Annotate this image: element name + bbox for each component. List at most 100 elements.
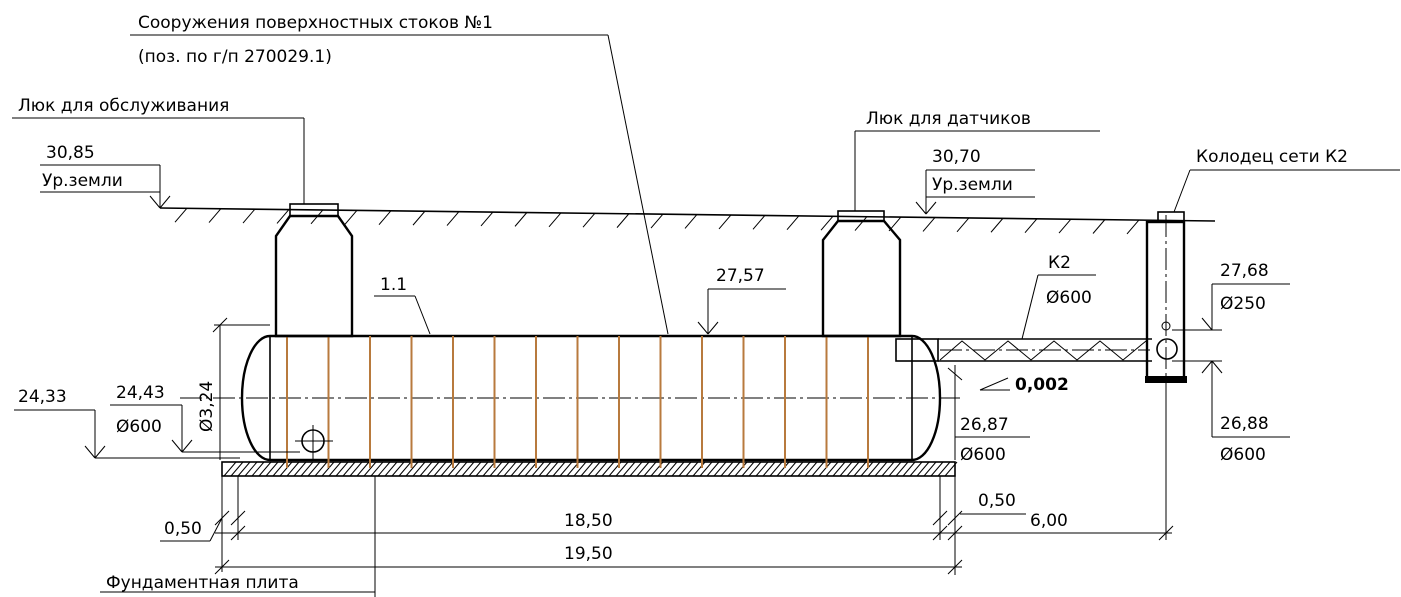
slab-hatch-line <box>741 461 755 477</box>
slab-hatch-line <box>377 461 391 477</box>
slab-hatch-line <box>328 461 342 477</box>
tank-top-elevation: 27,57 <box>697 266 786 335</box>
tank-body <box>180 334 960 468</box>
slab-hatch-line <box>342 461 356 477</box>
service-hatch-label: Люк для обслуживания <box>18 96 229 116</box>
slab-hatch-line <box>412 461 426 477</box>
slab-hatch-line <box>706 461 720 477</box>
slab-hatch-line <box>636 461 650 477</box>
ground-right-text: Ур.земли <box>932 175 1013 195</box>
slab-hatch-line <box>923 461 937 477</box>
well-k2 <box>1145 211 1187 530</box>
ground-hatch-line <box>344 209 358 225</box>
slab-hatch-line <box>762 461 776 477</box>
ground-hatch-line <box>242 208 256 224</box>
tank-reinforcement <box>286 336 869 468</box>
slab-hatch-line <box>517 461 531 477</box>
tank-top-value: 27,57 <box>716 266 765 286</box>
slab-hatch-line <box>937 461 951 477</box>
slab-hatch-line <box>734 461 748 477</box>
slab-hatch-line <box>916 461 930 477</box>
foundation-slab <box>221 461 958 477</box>
ground-hatch-line <box>412 210 426 226</box>
slab-hatch-line <box>559 461 573 477</box>
slab-hatch-line <box>811 461 825 477</box>
pipe-right-elevation: 27,68 Ø250 <box>1172 261 1290 331</box>
outlet-tank-elevation: 26,87 Ø600 <box>955 415 1030 465</box>
slab-hatch-line <box>335 461 349 477</box>
ground-hatch-line <box>1092 219 1106 234</box>
ground-hatch-line <box>378 210 392 226</box>
slab-hatch-line <box>727 461 741 477</box>
slab-hatch-line <box>286 461 300 477</box>
ground-hatch-line <box>446 211 460 226</box>
slab-hatch-line <box>832 461 846 477</box>
slab-hatch-line <box>601 461 615 477</box>
ground-hatch-line <box>514 212 528 227</box>
ground-hatch-line <box>820 215 834 231</box>
slab-hatch-line <box>629 461 643 477</box>
ground-hatch-line <box>616 213 630 228</box>
slab-hatch-line <box>489 461 503 477</box>
well-label: Колодец сети К2 <box>1196 147 1348 167</box>
well-inlet-value: 26,88 <box>1220 414 1269 434</box>
slab-hatch-line <box>258 461 272 477</box>
slab-hatch-line <box>545 461 559 477</box>
sensor-hatch-callout: Люк для датчиков <box>854 109 1100 211</box>
horizontal-dimensions: 18,50 6,00 0,50 0,50 19,50 <box>160 383 1174 575</box>
bottom-outer-value: 24,33 <box>18 387 67 407</box>
slab-hatch-line <box>587 461 601 477</box>
slab-hatch-line <box>538 461 552 477</box>
slab-hatch-line <box>510 461 524 477</box>
slab-hatch-line <box>790 461 804 477</box>
slab-hatch-line <box>482 461 496 477</box>
sensor-hatch-label: Люк для датчиков <box>866 109 1031 129</box>
slab-hatch-line <box>461 461 475 477</box>
slab-hatch-line <box>692 461 706 477</box>
inlet-left-elevation: 24,43 Ø600 <box>110 383 300 453</box>
slab-hatch-line <box>398 461 412 477</box>
slab-hatch-line <box>888 461 902 477</box>
slab-hatch-line <box>797 461 811 477</box>
ground-hatch-line <box>1126 219 1140 235</box>
bottom-outer-elevation: 24,33 <box>14 387 240 459</box>
slab-hatch-line <box>853 461 867 477</box>
ground-hatch-line <box>1058 218 1072 234</box>
slab-hatch-line <box>944 461 958 477</box>
ground-left-value: 30,85 <box>46 143 95 163</box>
ground-hatch-line <box>1024 218 1038 233</box>
slab-hatch-line <box>930 461 944 477</box>
outlet-tank-value: 26,87 <box>960 415 1009 435</box>
tank-diameter-dim: Ø3,24 <box>197 317 270 460</box>
slab-hatch-line <box>783 461 797 477</box>
slab-hatch-line <box>475 461 489 477</box>
slab-hatch-line <box>881 461 895 477</box>
ground-hatch-line <box>718 214 732 230</box>
pipe-k2 <box>895 338 1152 362</box>
slab-hatch-line <box>615 461 629 477</box>
ground-hatch-line <box>786 215 800 231</box>
slab-hatch-line <box>895 461 909 477</box>
well-inlet-dia: Ø600 <box>1220 445 1266 465</box>
foundation-label: Фундаментная плита <box>106 573 299 593</box>
well-callout: Колодец сети К2 <box>1173 147 1400 213</box>
ground-hatch-line <box>174 207 188 223</box>
slab-hatch-line <box>902 461 916 477</box>
slab-hatch-line <box>363 461 377 477</box>
slab-hatch-line <box>825 461 839 477</box>
inlet-symbol <box>295 425 333 460</box>
slab-hatch-line <box>769 461 783 477</box>
structure-title: Сооружения поверхностных стоков №1 <box>138 13 493 33</box>
slab-hatch-line <box>846 461 860 477</box>
service-hatch-callout: Люк для обслуживания <box>12 96 305 204</box>
slab-hatch-line <box>839 461 853 477</box>
slab-hatch-line <box>293 461 307 477</box>
slab-hatch-line <box>244 461 258 477</box>
slab-hatch-line <box>678 461 692 477</box>
slab-hatch-line <box>909 461 923 477</box>
slab-hatch-line <box>391 461 405 477</box>
slab-hatch-line <box>300 461 314 477</box>
ground-surface <box>159 207 1216 235</box>
slab-hatch-line <box>370 461 384 477</box>
